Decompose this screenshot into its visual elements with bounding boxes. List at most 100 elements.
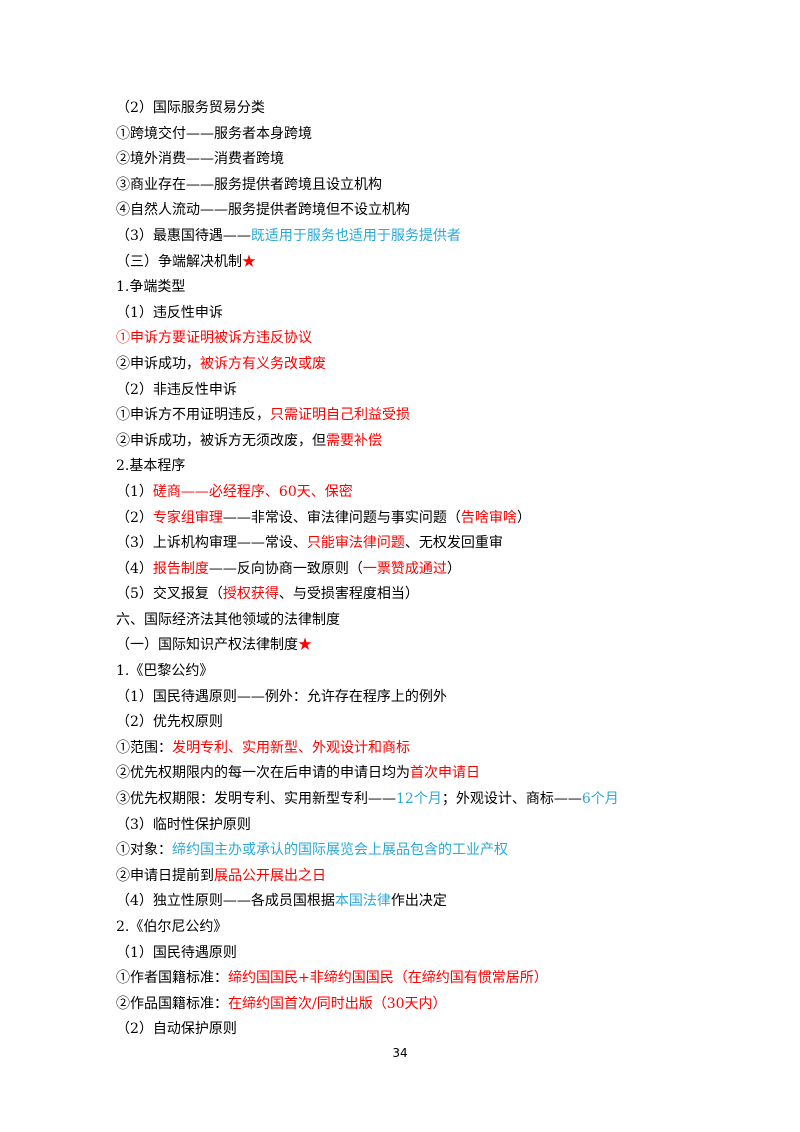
highlighted-text: 在缔约国首次/同时出版（30天内） xyxy=(228,995,447,1012)
text-line: ①对象：缔约国主办或承认的国际展览会上展品包含的工业产权 xyxy=(116,838,696,864)
highlighted-text: 6个月 xyxy=(581,791,619,808)
highlighted-text: 报告制度 xyxy=(152,560,209,577)
text-segment: （2）非违反性申诉 xyxy=(116,381,237,398)
highlighted-text: ①申诉方要证明被诉方违反协议 xyxy=(116,330,312,347)
text-line: 六、国际经济法其他领域的法律制度 xyxy=(116,608,696,634)
text-segment: （2）优先权原则 xyxy=(116,714,223,731)
text-segment: ） xyxy=(516,509,531,526)
text-segment: 作出决定 xyxy=(390,893,447,910)
text-segment: （1） xyxy=(116,483,153,500)
page-number: 34 xyxy=(392,1046,408,1060)
text-segment: 、无权发回重审 xyxy=(404,535,503,552)
text-line: （4）独立性原则——各成员国根据本国法律作出决定 xyxy=(116,889,696,915)
highlighted-text: 告啥审啥 xyxy=(460,509,517,526)
highlighted-text: 被诉方有义务改或废 xyxy=(200,355,326,372)
text-line: （4）报告制度——反向协商一致原则（一票赞成通过） xyxy=(116,557,696,583)
text-segment: ——非常设、审法律问题与事实问题（ xyxy=(222,509,461,526)
text-segment: （3）最惠国待遇—— xyxy=(116,227,251,244)
text-line: ④自然人流动——服务提供者跨境但不设立机构 xyxy=(116,198,696,224)
text-segment: （3）临时性保护原则 xyxy=(116,816,251,833)
text-line: （3）上诉机构审理——常设、只能审法律问题、无权发回重审 xyxy=(116,531,696,557)
text-segment: 2.《伯尔尼公约》 xyxy=(116,919,228,935)
text-line: （2）优先权原则 xyxy=(116,710,696,736)
text-line: ②优先权期限内的每一次在后申请的申请日均为首次申请日 xyxy=(116,761,696,787)
text-segment: ②优先权期限内的每一次在后申请的申请日均为 xyxy=(116,765,410,782)
text-segment: （1）国民待遇原则 xyxy=(116,944,237,961)
text-segment: （3）上诉机构审理——常设、 xyxy=(116,535,307,552)
text-line: （一）国际知识产权法律制度★ xyxy=(116,633,696,659)
highlighted-text: 发明专利、实用新型、外观设计和商标 xyxy=(172,739,410,756)
text-segment: （2） xyxy=(116,509,153,526)
highlighted-text: 只能审法律问题 xyxy=(306,535,405,552)
text-segment: （4）独立性原则——各成员国根据 xyxy=(116,893,335,910)
highlighted-text: 需要补偿 xyxy=(326,432,382,449)
highlighted-text: 磋商——必经程序、60天、保密 xyxy=(152,483,353,500)
text-segment: 六、国际经济法其他领域的法律制度 xyxy=(116,611,340,628)
text-segment: 、与受损害程度相当） xyxy=(278,586,419,603)
text-line: （3）临时性保护原则 xyxy=(116,813,696,839)
text-line: （2）国际服务贸易分类 xyxy=(116,96,696,122)
text-segment: ） xyxy=(446,560,461,577)
text-segment: （2）自动保护原则 xyxy=(116,1021,237,1038)
text-line: ①跨境交付——服务者本身跨境 xyxy=(116,122,696,148)
text-segment: （三）争端解决机制 xyxy=(116,253,242,270)
highlighted-text: 既适用于服务也适用于服务提供者 xyxy=(250,227,461,244)
text-line: ③优先权期限：发明专利、实用新型专利——12个月；外观设计、商标——6个月 xyxy=(116,787,696,813)
text-line: （2）非违反性申诉 xyxy=(116,378,696,404)
text-segment: ②申诉成功， xyxy=(116,355,200,372)
text-line: ②作品国籍标准：在缔约国首次/同时出版（30天内） xyxy=(116,992,696,1018)
text-line: ①范围：发明专利、实用新型、外观设计和商标 xyxy=(116,736,696,762)
highlighted-text: 授权获得 xyxy=(222,586,279,603)
text-line: （三）争端解决机制★ xyxy=(116,250,696,276)
text-segment: ②作品国籍标准： xyxy=(116,995,228,1012)
text-segment: ①对象： xyxy=(116,842,172,859)
text-line: （1）国民待遇原则——例外：允许存在程序上的例外 xyxy=(116,685,696,711)
text-segment: ①跨境交付——服务者本身跨境 xyxy=(116,125,312,142)
highlighted-text: 首次申请日 xyxy=(410,765,480,782)
text-line: 2.《伯尔尼公约》 xyxy=(116,915,696,941)
text-line: ①申诉方要证明被诉方违反协议 xyxy=(116,326,696,352)
text-segment: ①申诉方不用证明违反， xyxy=(116,407,270,424)
text-segment: （4） xyxy=(116,560,153,577)
text-line: （2）自动保护原则 xyxy=(116,1017,696,1043)
text-segment: ②境外消费——消费者跨境 xyxy=(116,151,284,168)
text-segment: ①作者国籍标准： xyxy=(116,970,228,987)
text-segment: ；外观设计、商标—— xyxy=(441,791,582,808)
text-line: 1.《巴黎公约》 xyxy=(116,659,696,685)
text-line: ②申诉成功，被诉方无须改废，但需要补偿 xyxy=(116,429,696,455)
text-line: ②申请日提前到展品公开展出之日 xyxy=(116,864,696,890)
text-line: （3）最惠国待遇——既适用于服务也适用于服务提供者 xyxy=(116,224,696,250)
text-segment: （一）国际知识产权法律制度 xyxy=(116,637,298,654)
text-segment: 1.《巴黎公约》 xyxy=(116,663,214,680)
highlighted-text: 缔约国主办或承认的国际展览会上展品包含的工业产权 xyxy=(172,842,508,859)
text-line: 1.争端类型 xyxy=(116,275,696,301)
text-line: ②境外消费——消费者跨境 xyxy=(116,147,696,173)
text-segment: ①范围： xyxy=(116,739,172,756)
text-line: ②申诉成功，被诉方有义务改或废 xyxy=(116,352,696,378)
highlighted-text: 专家组审理 xyxy=(152,509,223,526)
text-segment: ③优先权期限：发明专利、实用新型专利—— xyxy=(116,791,396,808)
text-segment: 1.争端类型 xyxy=(116,279,186,296)
text-line: （1）违反性申诉 xyxy=(116,301,696,327)
highlighted-text: 展品公开展出之日 xyxy=(214,867,326,884)
text-segment: （1）违反性申诉 xyxy=(116,304,223,321)
highlighted-text: 缔约国国民+非缔约国国民（在缔约国有惯常居所） xyxy=(228,970,548,987)
text-segment: ③商业存在——服务提供者跨境且设立机构 xyxy=(116,176,382,193)
text-segment: （2）国际服务贸易分类 xyxy=(116,100,265,116)
text-segment: （1）国民待遇原则——例外：允许存在程序上的例外 xyxy=(116,688,447,705)
text-line: ③商业存在——服务提供者跨境且设立机构 xyxy=(116,173,696,199)
highlighted-text: 本国法律 xyxy=(334,893,391,910)
highlighted-text: 12个月 xyxy=(396,791,442,808)
star-icon: ★ xyxy=(298,637,312,654)
text-line: （2）专家组审理——非常设、审法律问题与事实问题（告啥审啥） xyxy=(116,506,696,532)
text-line: 2.基本程序 xyxy=(116,454,696,480)
text-line: （1）磋商——必经程序、60天、保密 xyxy=(116,480,696,506)
text-segment: ②申请日提前到 xyxy=(116,867,214,884)
text-segment: ——反向协商一致原则（ xyxy=(208,560,363,577)
text-line: （5）交叉报复（授权获得、与受损害程度相当） xyxy=(116,582,696,608)
text-line: ①作者国籍标准：缔约国国民+非缔约国国民（在缔约国有惯常居所） xyxy=(116,966,696,992)
document-body: （2）国际服务贸易分类 ①跨境交付——服务者本身跨境 ②境外消费——消费者跨境 ③商业… xyxy=(116,96,696,1043)
star-icon: ★ xyxy=(242,253,256,270)
text-segment: ②申诉成功，被诉方无须改废，但 xyxy=(116,432,326,449)
